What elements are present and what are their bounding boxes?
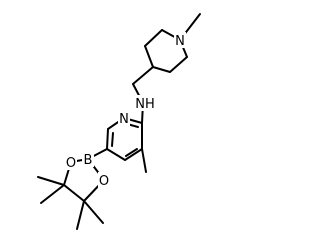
bond-pyridine-c4-c3 [124,148,143,161]
bond-pinacol-methyl-1 [37,176,65,186]
oxygen-upper-label: O [66,156,76,171]
bond-piperidine-5 [169,56,188,73]
molecule-structure: N NH N B O O [37,13,201,230]
amine-nh-label: NH [135,97,155,112]
bond-pyridine-inner-1 [111,132,114,147]
bond-piperidine-2 [144,29,163,47]
bond-pyridine-c5-c4 [106,148,126,161]
bond-c-c-pinacol [63,184,85,202]
structure-canvas: N NH N B O O [37,13,201,230]
bond-ring-to-ch2 [132,66,154,85]
bond-pyridine-inner-2 [125,148,138,157]
bond-piperidine-3 [144,45,154,68]
bond-piperidine-4 [152,66,171,73]
bond-pyridine-methyl [141,148,147,173]
bond-pinacol-methyl-2 [40,184,65,204]
pyridine-nitrogen-label: N [119,112,129,127]
bond-pinacol-methyl-4 [83,200,104,224]
piperidine-nitrogen-label: N [175,34,185,49]
oxygen-lower-label: O [99,174,109,189]
bond-pyridine-c6-c5 [106,128,109,150]
boron-label: B [84,153,93,168]
bond-pinacol-methyl-3 [76,200,85,230]
